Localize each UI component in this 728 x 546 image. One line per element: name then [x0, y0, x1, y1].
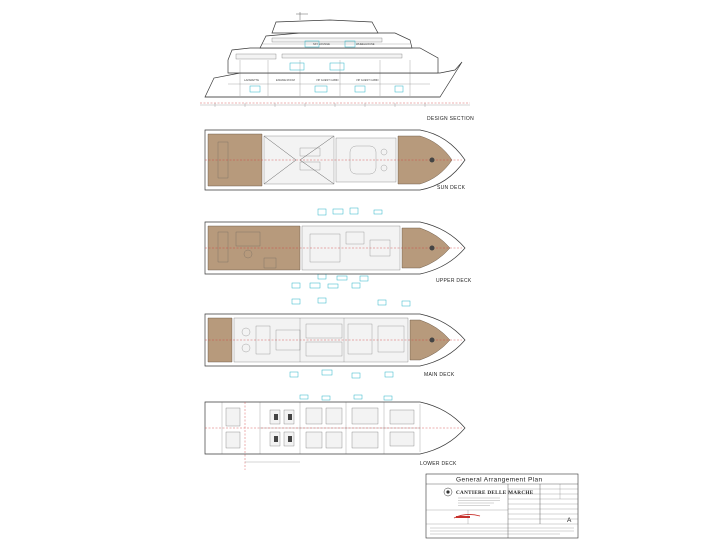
svg-text:SKY LOUNGE: SKY LOUNGE	[313, 42, 330, 46]
title-block-heading: General Arrangement Plan	[456, 477, 543, 484]
upper-deck-label: UPPER DECK	[436, 278, 472, 284]
design-section-profile: LAZARETTE ENGINE ROOM VIP GUEST CABIN VI…	[200, 12, 474, 122]
title-block-revision: A	[567, 517, 572, 524]
lower-deck-label: LOWER DECK	[420, 461, 457, 467]
sun-deck-plan: SUN DECK	[204, 129, 466, 191]
upper-deck-plan: UPPER DECK	[204, 207, 472, 284]
svg-text:VIP GUEST CABIN: VIP GUEST CABIN	[356, 78, 379, 82]
title-block-brand: CANTIERE DELLE MARCHE	[456, 490, 534, 496]
svg-text:ENGINE ROOM: ENGINE ROOM	[276, 78, 295, 82]
main-deck-plan: MAIN DECK	[204, 282, 466, 379]
svg-text:VIP GUEST CABIN: VIP GUEST CABIN	[316, 78, 339, 82]
main-deck-label: MAIN DECK	[424, 372, 455, 378]
title-block: General Arrangement Plan CANTIERE DELLE …	[425, 473, 579, 539]
design-section-label: DESIGN SECTION	[427, 116, 474, 122]
sun-deck-label: SUN DECK	[437, 185, 466, 191]
svg-text:LAZARETTE: LAZARETTE	[244, 78, 259, 82]
lower-deck-plan: LOWER DECK	[204, 394, 466, 470]
svg-text:WHEELHOUSE: WHEELHOUSE	[356, 42, 375, 46]
